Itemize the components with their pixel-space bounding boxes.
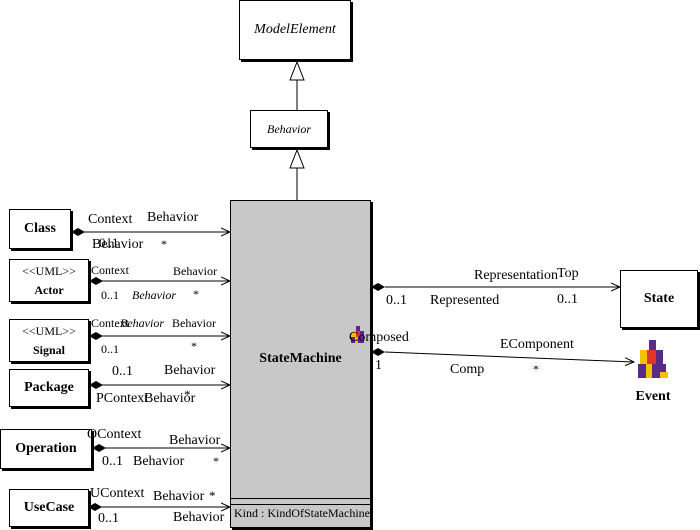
role-event-ecomponent: EComponent: [500, 337, 574, 352]
generalization-arrowhead-modelelement: [289, 60, 305, 81]
class-name: Event: [635, 389, 671, 404]
role-state-represented: Represented: [430, 293, 500, 308]
role-package-pcontext: PContext: [96, 391, 149, 406]
class-name: ModelElement: [254, 22, 336, 37]
stereotype-label: <<UML>>: [22, 324, 76, 339]
mult-actor-right: *: [193, 287, 199, 301]
mult-class-right: *: [161, 237, 167, 251]
role-event-composed: Composed: [349, 330, 409, 345]
mult-event-right: *: [533, 362, 539, 376]
class-class[interactable]: Class: [9, 209, 71, 249]
role-class-behavior-bottom: Behavior: [92, 237, 144, 252]
role-usecase-ucontext: UContext: [90, 486, 145, 501]
diamond-state: [371, 283, 385, 291]
role-class-behavior-top: Behavior: [147, 210, 199, 225]
class-actor[interactable]: <<UML>> Actor: [9, 259, 89, 302]
role-operation-behavior-bottom: Behavior: [133, 454, 185, 469]
diamond-operation: [92, 444, 106, 452]
role-actor-context: Context: [91, 263, 129, 277]
class-name: StateMachine: [259, 351, 342, 366]
class-usecase[interactable]: UseCase: [9, 489, 89, 527]
mult-class-left: 0..1: [99, 235, 119, 250]
role-operation-ocontext: OContext: [87, 427, 142, 442]
class-name: Behavior: [267, 121, 311, 136]
role-signal-behavior-italic: Behavior: [120, 316, 164, 330]
mult-operation-left: 0..1: [102, 454, 123, 469]
class-name: Package: [24, 380, 74, 395]
mult-actor-left: 0..1: [101, 288, 119, 302]
class-name: Operation: [15, 441, 77, 456]
assoc-event: [384, 351, 634, 362]
mult-state-right: 0..1: [557, 292, 578, 307]
role-signal-behavior-top: Behavior: [172, 316, 216, 330]
role-state-top: Top: [557, 266, 579, 281]
stereotype-label: <<UML>>: [22, 264, 76, 279]
class-behavior[interactable]: Behavior: [250, 110, 328, 148]
class-state-machine[interactable]: StateMachine Kind : KindOfStateMachine: [230, 200, 371, 528]
role-actor-behavior-top: Behavior: [173, 264, 217, 278]
mult-signal-left: 0..1: [101, 342, 119, 356]
role-event-comp: Comp: [450, 362, 485, 377]
class-name: Actor: [34, 282, 64, 297]
uml-logo-icon: [638, 340, 668, 378]
diamond-actor: [89, 277, 103, 285]
diamond-usecase: [88, 503, 102, 511]
generalization-arrowhead-behavior: [289, 148, 305, 169]
mult-event-left: 1: [375, 358, 382, 373]
uml-small-icon: [351, 326, 364, 343]
mult-package-right: *: [184, 387, 191, 402]
diamond-class: [71, 228, 85, 236]
mult-operation-right: *: [213, 454, 219, 468]
mult-signal-right: *: [191, 339, 197, 353]
class-name: State: [643, 291, 675, 306]
class-name: Signal: [32, 342, 65, 357]
diamond-package: [89, 381, 103, 389]
mult-state-left: 0..1: [386, 293, 407, 308]
role-state-representation: Representation: [474, 268, 558, 283]
role-operation-behavior-top: Behavior: [169, 433, 221, 448]
mult-usecase-left: 0..1: [98, 511, 119, 526]
class-model-element[interactable]: ModelElement: [239, 0, 351, 60]
role-class-context: Context: [88, 212, 133, 227]
class-event[interactable]: Event: [630, 340, 676, 405]
class-name: UseCase: [23, 500, 75, 515]
role-signal-context: Context: [91, 316, 129, 330]
attribute-kind: Kind : KindOfStateMachine: [231, 498, 370, 527]
role-actor-behavior-bottom: Behavior: [132, 288, 176, 302]
class-name: Class: [24, 221, 56, 236]
role-usecase-behavior-bottom: Behavior: [173, 510, 225, 525]
class-signal[interactable]: <<UML>> Signal: [9, 319, 89, 362]
class-state[interactable]: State: [620, 270, 698, 328]
role-usecase-behavior-top: Behavior: [153, 489, 205, 504]
diamond-signal: [89, 332, 103, 340]
role-package-behavior-top: Behavior: [164, 363, 216, 378]
mult-usecase-top: *: [209, 488, 216, 503]
role-package-behavior-bottom: Behavior: [144, 391, 196, 406]
class-operation[interactable]: Operation: [0, 429, 92, 469]
compartment-divider: [231, 504, 370, 505]
mult-package-left: 0..1: [112, 364, 133, 379]
diamond-event: [371, 348, 385, 356]
class-package[interactable]: Package: [9, 369, 89, 407]
